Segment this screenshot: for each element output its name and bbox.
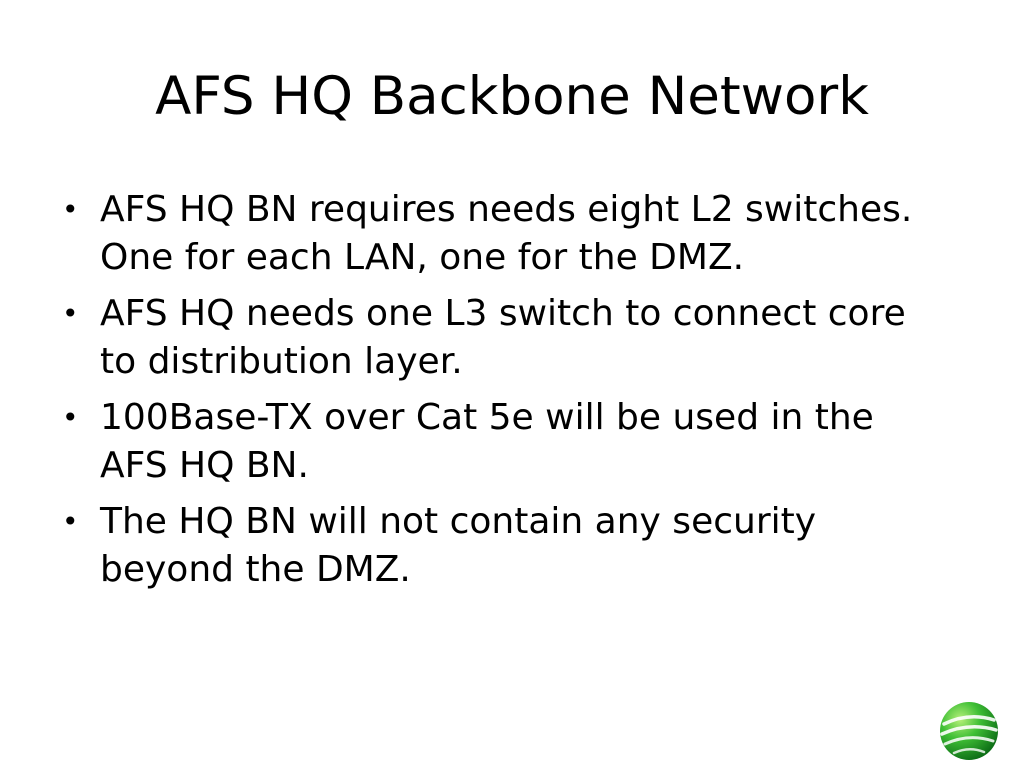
- bullet-item: • AFS HQ needs one L3 switch to connect …: [62, 290, 932, 386]
- bullet-item: • 100Base-TX over Cat 5e will be used in…: [62, 394, 932, 490]
- bullet-item: • AFS HQ BN requires needs eight L2 swit…: [62, 186, 932, 282]
- bullet-dot-icon: •: [62, 193, 79, 226]
- green-globe-icon: [940, 702, 998, 760]
- bullet-text: AFS HQ BN requires needs eight L2 switch…: [100, 189, 913, 278]
- bullet-dot-icon: •: [62, 505, 79, 538]
- bullet-dot-icon: •: [62, 297, 79, 330]
- bullet-text: AFS HQ needs one L3 switch to connect co…: [100, 293, 906, 382]
- slide-title: AFS HQ Backbone Network: [155, 66, 869, 127]
- bullet-item: • The HQ BN will not contain any securit…: [62, 498, 932, 594]
- bullet-text: 100Base-TX over Cat 5e will be used in t…: [100, 397, 874, 486]
- bullet-text: The HQ BN will not contain any security …: [100, 501, 817, 590]
- bullet-list: • AFS HQ BN requires needs eight L2 swit…: [62, 186, 932, 602]
- bullet-dot-icon: •: [62, 401, 79, 434]
